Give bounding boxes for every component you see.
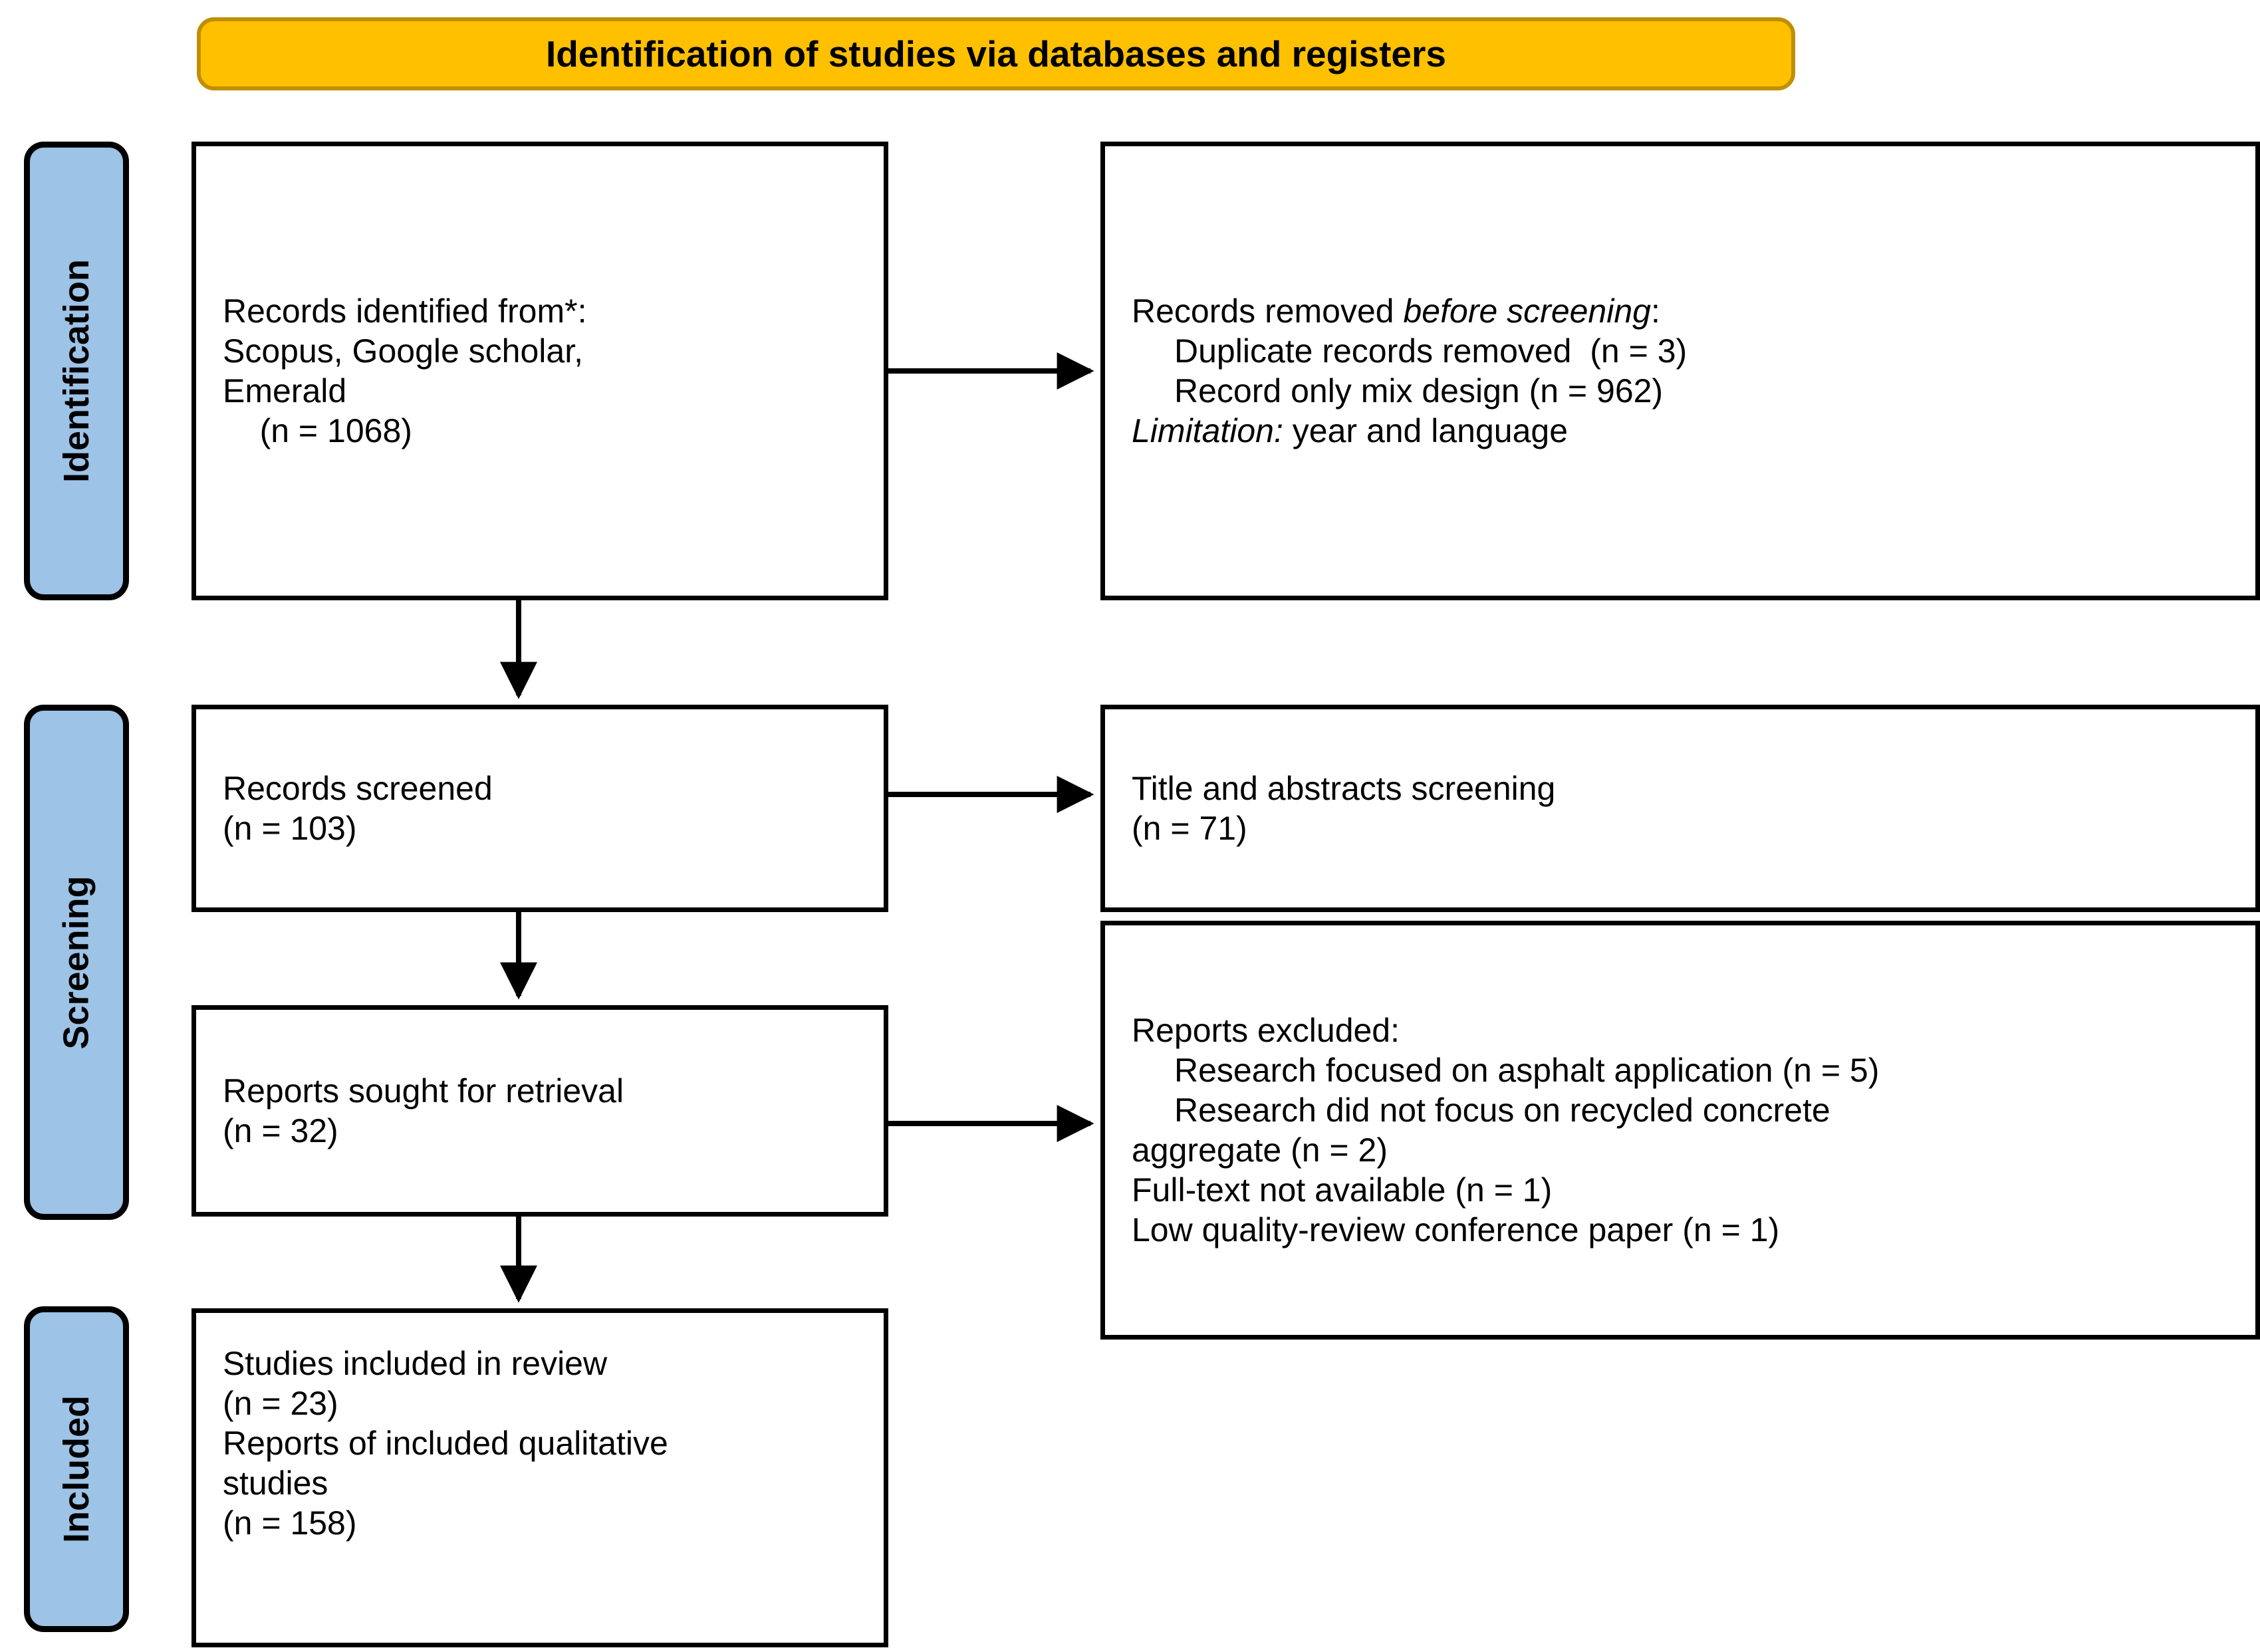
reports-excluded-item-3: aggregate (n = 2) [1132, 1131, 1388, 1169]
records-removed-heading-a: Records removed [1132, 293, 1404, 330]
stage-label-included: Included [24, 1306, 129, 1632]
box-reports-sought-for-retrieval: Reports sought for retrieval (n = 32) [191, 1005, 888, 1217]
diagram-title-banner: Identification of studies via databases … [197, 17, 1795, 90]
reports-included-count: (n = 158) [223, 1504, 357, 1542]
diagram-title-text: Identification of studies via databases … [546, 33, 1446, 74]
reports-excluded-item-2: Research did not focus on recycled concr… [1174, 1092, 1830, 1129]
reports-included-label-2: studies [223, 1465, 328, 1502]
records-removed-limitation-rest: year and language [1283, 412, 1569, 449]
box-title-abstracts-screening: Title and abstracts screening (n = 71) [1100, 705, 2260, 912]
records-removed-heading: Records removed before screening: [1132, 291, 2241, 331]
reports-excluded-item-5: Low quality-review conference paper (n =… [1132, 1211, 1780, 1248]
records-identified-line-3: Emerald [223, 372, 347, 410]
title-abstracts-label: Title and abstracts screening [1132, 770, 1556, 807]
records-identified-line-1: Records identified from*: [223, 293, 587, 330]
records-removed-limitation-label: Limitation: [1132, 412, 1283, 449]
stage-label-identification: Identification [24, 142, 129, 600]
records-removed-heading-b: : [1650, 293, 1660, 330]
studies-included-count: (n = 23) [223, 1385, 338, 1422]
records-identified-count: (n = 1068) [223, 412, 412, 449]
stage-label-screening-text: Screening [57, 875, 96, 1050]
stage-label-included-text: Included [57, 1395, 97, 1544]
reports-sought-count: (n = 32) [223, 1112, 338, 1149]
records-removed-mix-design: Record only mix design (n = 962) [1174, 372, 1664, 410]
studies-included-label: Studies included in review [223, 1345, 608, 1382]
reports-included-label: Reports of included qualitative [223, 1425, 668, 1462]
reports-sought-label: Reports sought for retrieval [223, 1072, 624, 1110]
box-records-screened: Records screened (n = 103) [191, 705, 888, 912]
records-screened-count: (n = 103) [223, 810, 357, 847]
box-records-identified: Records identified from*: Scopus, Google… [191, 142, 888, 600]
box-reports-excluded: Reports excluded: Research focused on as… [1100, 921, 2260, 1340]
records-removed-heading-italic: before screening [1403, 293, 1651, 330]
records-identified-line-2: Scopus, Google scholar, [223, 332, 583, 370]
title-abstracts-count: (n = 71) [1132, 810, 1247, 847]
records-removed-duplicates: Duplicate records removed (n = 3) [1174, 332, 1688, 370]
box-studies-included: Studies included in review (n = 23) Repo… [191, 1308, 888, 1647]
reports-excluded-item-4: Full-text not available (n = 1) [1132, 1171, 1553, 1209]
box-records-removed: Records removed before screening: Duplic… [1100, 142, 2260, 600]
stage-label-identification-text: Identification [57, 259, 96, 483]
records-removed-limitation: Limitation: year and language [1132, 411, 2241, 451]
stage-label-screening: Screening [24, 705, 129, 1220]
reports-excluded-heading: Reports excluded: [1132, 1012, 1400, 1049]
reports-excluded-item-1: Research focused on asphalt application … [1174, 1052, 1880, 1089]
records-screened-label: Records screened [223, 770, 493, 807]
